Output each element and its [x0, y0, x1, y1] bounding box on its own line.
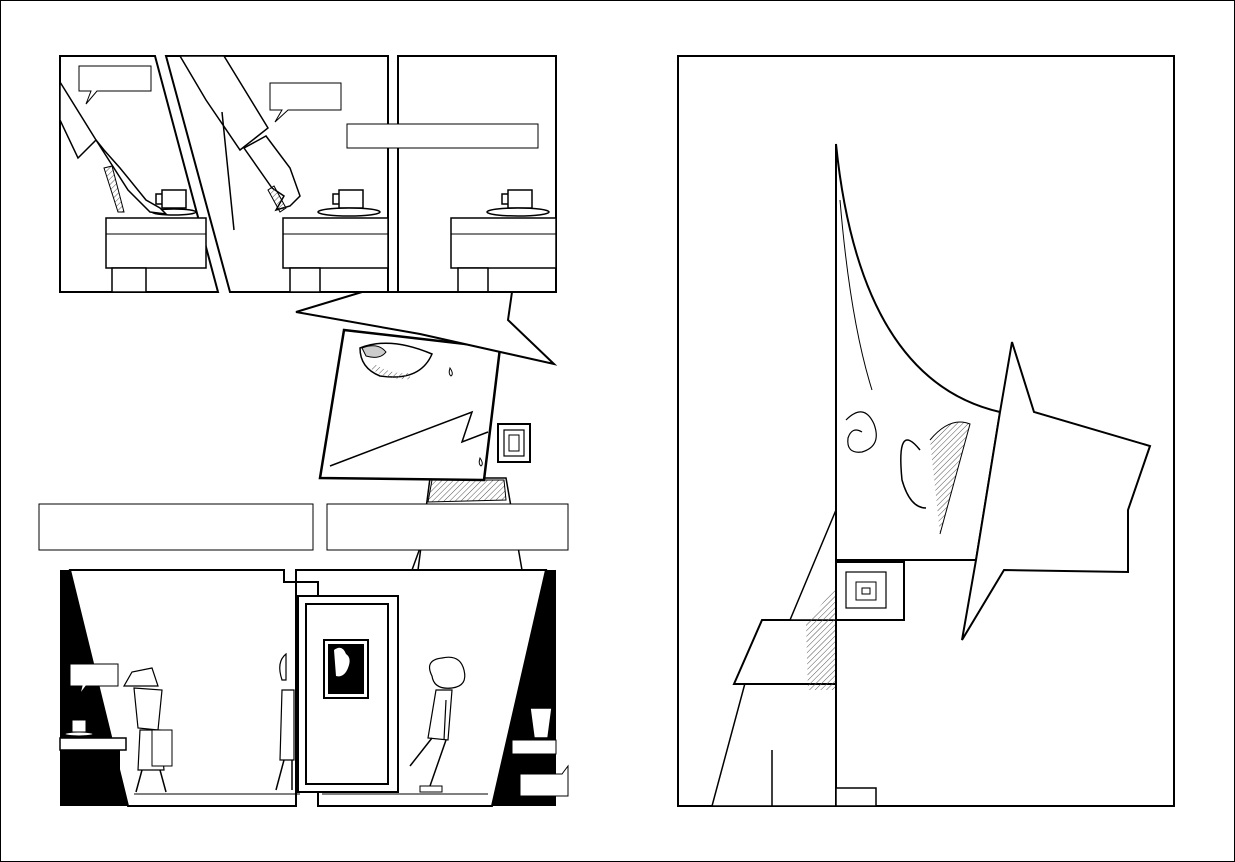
coffee-cup-icon — [317, 189, 381, 217]
caption-box — [38, 503, 314, 551]
walking-man-afro — [409, 656, 466, 793]
tie-icon — [835, 561, 905, 621]
caption-box — [326, 503, 569, 551]
speech-balloon — [69, 663, 119, 695]
tie-icon — [497, 423, 531, 463]
drink-cup-icon — [511, 692, 557, 755]
doorway — [297, 595, 399, 793]
speech-balloon — [269, 82, 342, 123]
speech-balloon — [519, 764, 569, 797]
walking-person-partial — [275, 652, 295, 791]
panel-5 — [59, 569, 569, 807]
panel-2 — [164, 55, 389, 293]
coffee-cup-icon — [64, 719, 94, 737]
panel-6-splash — [677, 55, 1175, 807]
panel-1 — [59, 55, 220, 293]
seated-man — [122, 667, 173, 793]
caption-box — [346, 123, 539, 149]
coffee-cup-icon — [486, 189, 550, 217]
speech-balloon — [78, 65, 152, 105]
panel-3 — [397, 55, 557, 293]
